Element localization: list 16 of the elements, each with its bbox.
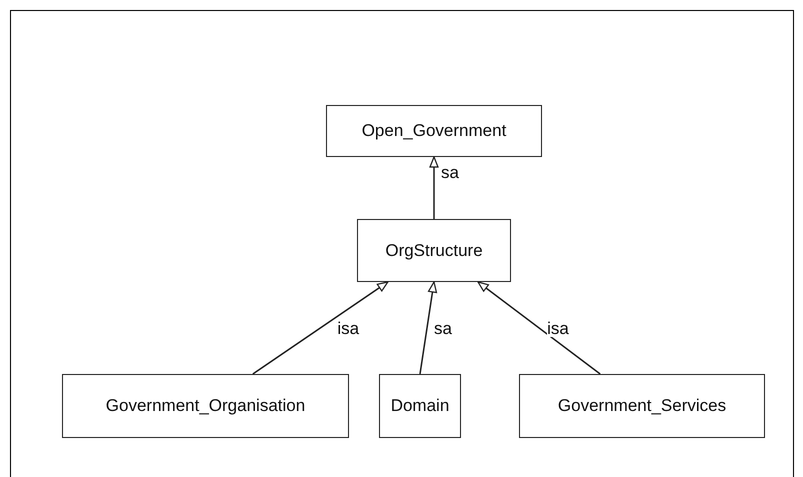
class-name: Open_Government <box>362 121 506 141</box>
class-name: Government_Services <box>558 396 726 416</box>
class-box <box>357 219 511 282</box>
edge-label: isa <box>337 320 360 337</box>
class-name: OrgStructure <box>385 240 483 260</box>
class-name: Government_Organisation <box>106 396 306 416</box>
class-name: Domain <box>390 396 450 416</box>
class-box <box>326 105 542 157</box>
inheritance-arrow <box>419 281 438 374</box>
inheritance-arrow <box>252 281 388 375</box>
inheritance-arrow <box>477 281 601 375</box>
inheritance-arrow <box>429 156 439 219</box>
edge-label: isa <box>547 320 569 337</box>
class-box <box>519 374 765 438</box>
class-box <box>379 374 461 438</box>
class-box <box>62 374 349 438</box>
